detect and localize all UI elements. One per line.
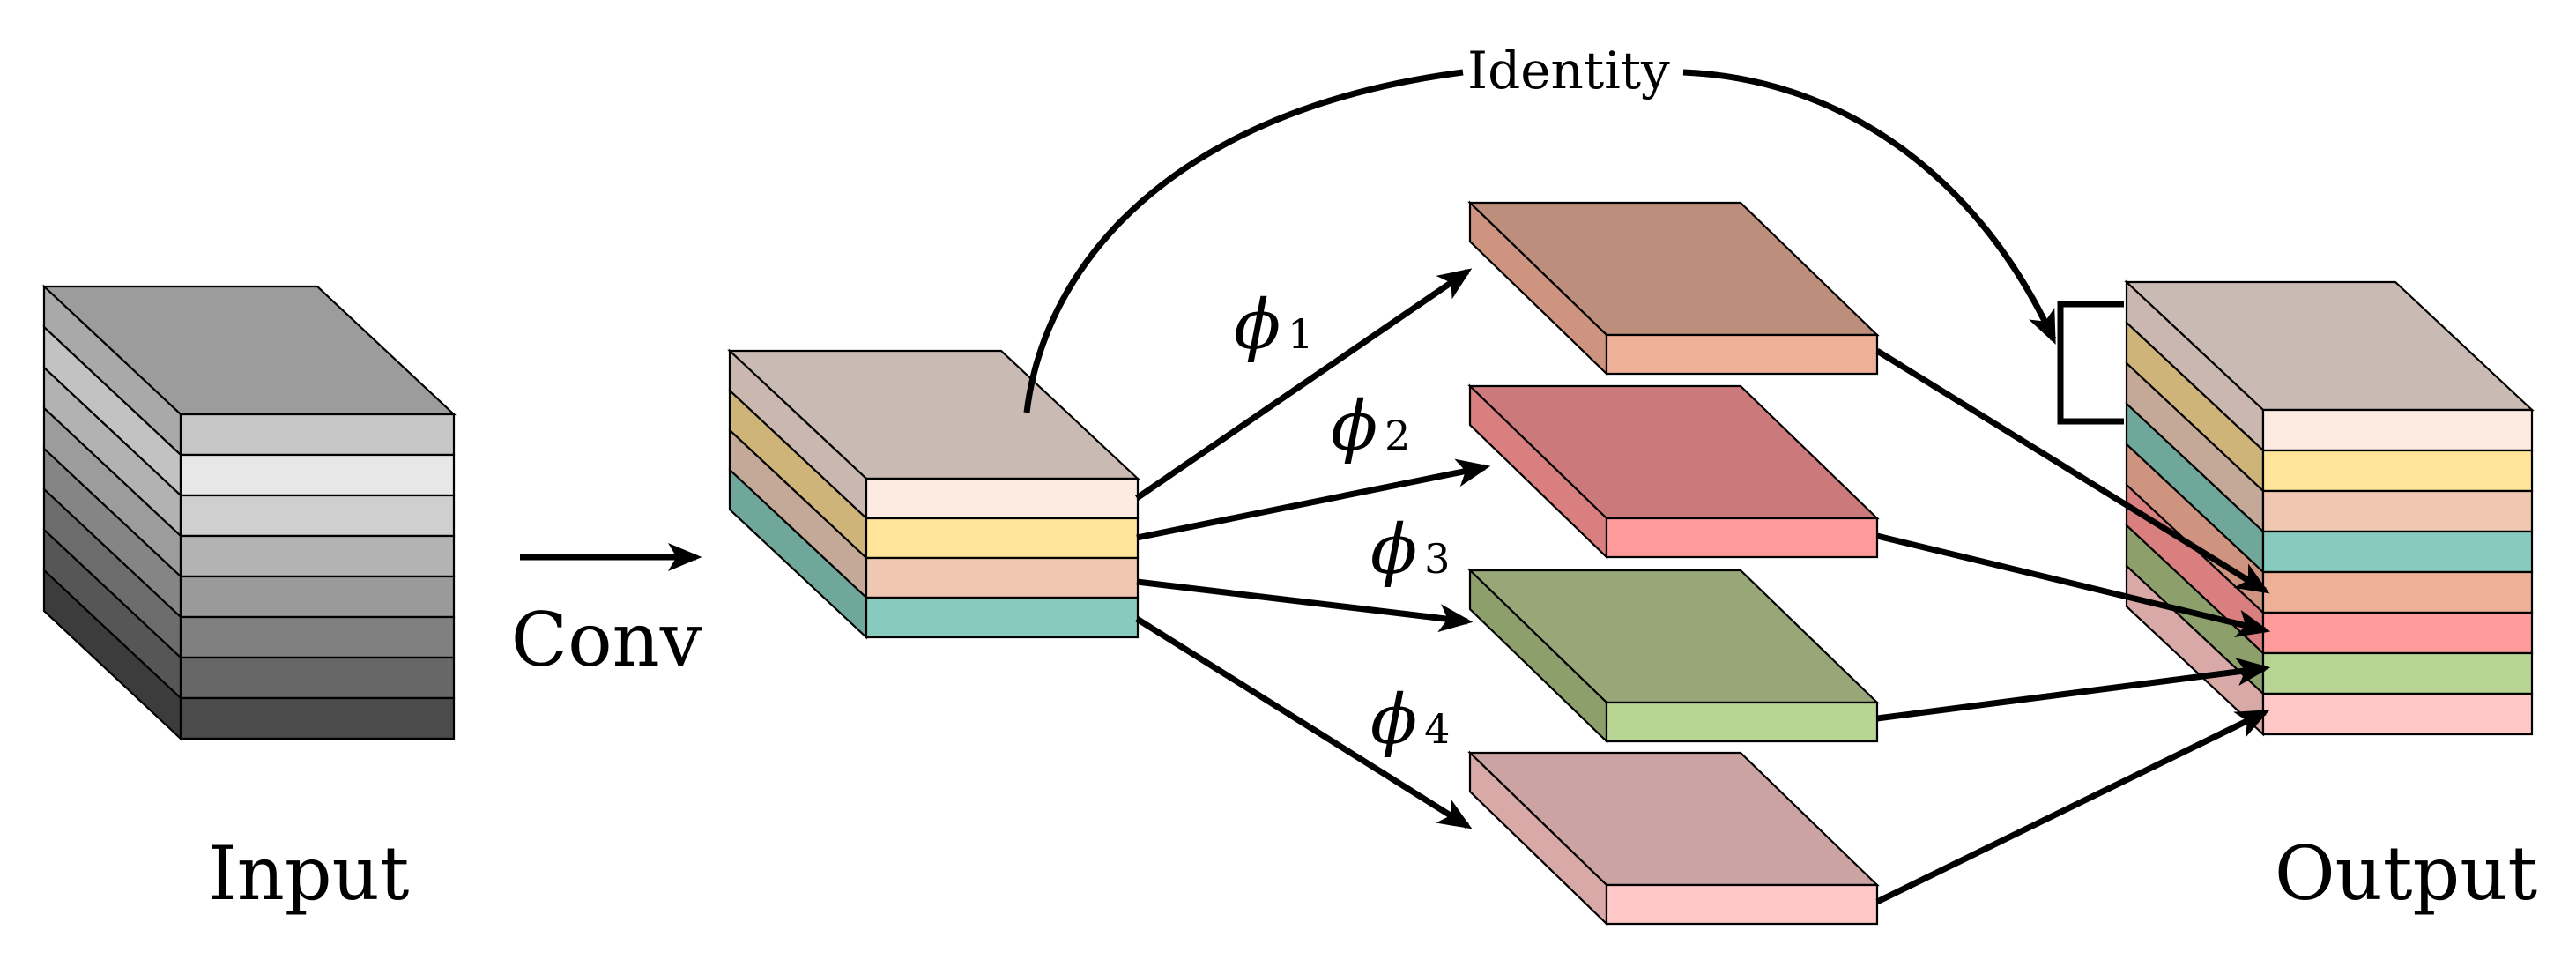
- output-feature-stack: [2124, 279, 2535, 737]
- identity-bracket: [2057, 301, 2124, 425]
- phi-arrow-4: [1135, 616, 1473, 829]
- output-label: Output: [2275, 830, 2538, 917]
- output-front-layer-5: [2261, 570, 2534, 614]
- ghost-feature-blocks: [1467, 200, 1880, 926]
- phi-arrows: [1135, 268, 1491, 829]
- phi-arrow-1: [1135, 268, 1473, 501]
- output-front-layer-1: [2261, 408, 2534, 452]
- merge-arrow-1: [1875, 348, 2270, 594]
- ghost-block-1: [1467, 200, 1880, 376]
- input-tensor-stack: [41, 284, 457, 741]
- input-front-layer-5: [179, 575, 456, 619]
- output-front-layer-2: [2261, 449, 2534, 493]
- output-front-layer-3: [2261, 489, 2534, 533]
- input-label: Input: [208, 830, 410, 917]
- merge-arrow-4: [1875, 709, 2270, 905]
- input-front-layer-8: [179, 696, 456, 740]
- intrinsic-front-layer-3: [865, 556, 1140, 599]
- intrinsic-front-layer-1: [865, 477, 1140, 520]
- ghost-block-2: [1467, 383, 1880, 560]
- merge-arrow-2: [1876, 532, 2271, 638]
- output-front-layer-8: [2261, 692, 2534, 736]
- ghost-block-4-front: [1605, 883, 1879, 926]
- intrinsic-front-layer-2: [865, 517, 1140, 560]
- conv-label: Conv: [511, 597, 702, 683]
- ghost-block-2-front: [1605, 517, 1879, 559]
- intrinsic-front-layer-4: [865, 596, 1140, 639]
- ghost-block-3-front: [1605, 701, 1879, 743]
- identity-curve-right: [1682, 69, 2057, 345]
- input-front-layer-6: [179, 615, 456, 659]
- output-front-layer-7: [2261, 651, 2534, 695]
- input-front-layer-2: [179, 453, 456, 497]
- output-front-layer-4: [2261, 530, 2534, 574]
- ghost-block-4: [1467, 750, 1880, 926]
- ghost-block-1-front: [1605, 333, 1879, 376]
- intrinsic-feature-stack: [727, 348, 1140, 640]
- merge-arrow-3: [1876, 658, 2271, 722]
- output-front-layer-6: [2261, 611, 2534, 655]
- identity-curve-left: [1023, 69, 1464, 413]
- phi-arrow-2: [1136, 458, 1491, 541]
- input-front-layer-1: [179, 413, 456, 457]
- input-front-layer-3: [179, 494, 456, 538]
- input-front-layer-4: [179, 534, 456, 578]
- merge-arrows: [1875, 348, 2271, 905]
- input-front-layer-7: [179, 656, 456, 700]
- identity-label: Identity: [1467, 41, 1670, 100]
- ghost-block-3: [1467, 568, 1880, 744]
- phi-arrow-3: [1136, 578, 1474, 633]
